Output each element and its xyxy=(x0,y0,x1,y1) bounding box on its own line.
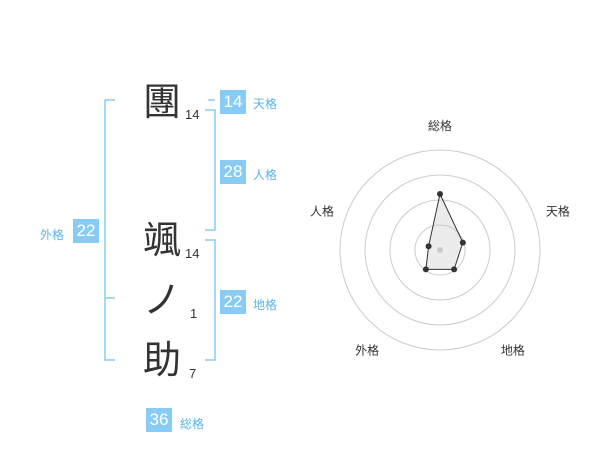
radar-point xyxy=(459,239,466,246)
gaikaku-badge: 22 xyxy=(73,219,99,243)
stroke-count-3: 1 xyxy=(190,306,198,321)
gaikaku-bracket xyxy=(104,99,115,361)
name-char-4: 助 xyxy=(142,338,181,382)
chikaku-label: 地格 xyxy=(253,298,278,312)
radar-point xyxy=(451,266,458,273)
name-char-2: 颯 xyxy=(142,218,181,262)
soukaku-badge: 36 xyxy=(146,408,172,432)
stroke-count-4: 7 xyxy=(189,366,197,381)
chikaku-bracket xyxy=(205,239,216,361)
tenkaku-label: 天格 xyxy=(253,97,278,111)
radar-ring xyxy=(414,224,466,276)
gaikaku-label: 外格 xyxy=(40,228,65,242)
stroke-count-1: 14 xyxy=(185,107,200,122)
radar-axis-label: 天格 xyxy=(546,204,570,219)
radar-point xyxy=(425,243,432,250)
radar-point xyxy=(437,191,443,197)
chikaku-badge: 22 xyxy=(220,290,246,314)
radar-axis-label: 外格 xyxy=(355,342,379,357)
jinkaku-badge: 28 xyxy=(220,160,246,184)
radar-axis-label: 人格 xyxy=(310,204,334,219)
radar-polygon xyxy=(425,192,464,270)
radar-ring xyxy=(339,149,541,351)
radar-ring xyxy=(389,199,491,301)
name-char-3: ノ xyxy=(142,278,181,322)
name-char-1: 團 xyxy=(142,80,181,124)
stroke-count-2: 14 xyxy=(185,246,200,261)
jinkaku-bracket xyxy=(205,109,216,231)
radar-ring xyxy=(364,174,516,326)
radar-point xyxy=(422,266,429,273)
soukaku-label: 総格 xyxy=(180,417,205,431)
jinkaku-label: 人格 xyxy=(253,168,278,182)
radar-axis-label: 地格 xyxy=(501,342,525,357)
radar-center xyxy=(437,247,443,253)
radar-axis-label: 総格 xyxy=(428,118,452,133)
tenkaku-badge: 14 xyxy=(220,90,246,114)
